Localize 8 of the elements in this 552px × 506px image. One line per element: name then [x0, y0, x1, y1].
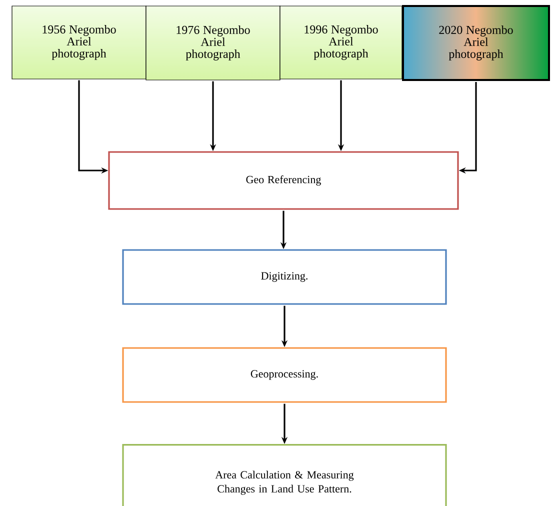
- process-box: Digitizing.: [122, 249, 447, 305]
- photo-box: 2020 Negombo Ariel photograph: [402, 5, 550, 81]
- process-box: Geoprocessing.: [122, 347, 447, 403]
- photo-box: 1976 Negombo Ariel photograph: [146, 6, 280, 80]
- photo-box: 1996 Negombo Ariel photograph: [280, 6, 402, 80]
- photo-box: 1956 Negombo Ariel photograph: [12, 6, 146, 80]
- process-box: Area Calculation & Measuring Changes in Land Use Pattern.: [122, 444, 447, 506]
- process-box: Geo Referencing: [108, 151, 459, 210]
